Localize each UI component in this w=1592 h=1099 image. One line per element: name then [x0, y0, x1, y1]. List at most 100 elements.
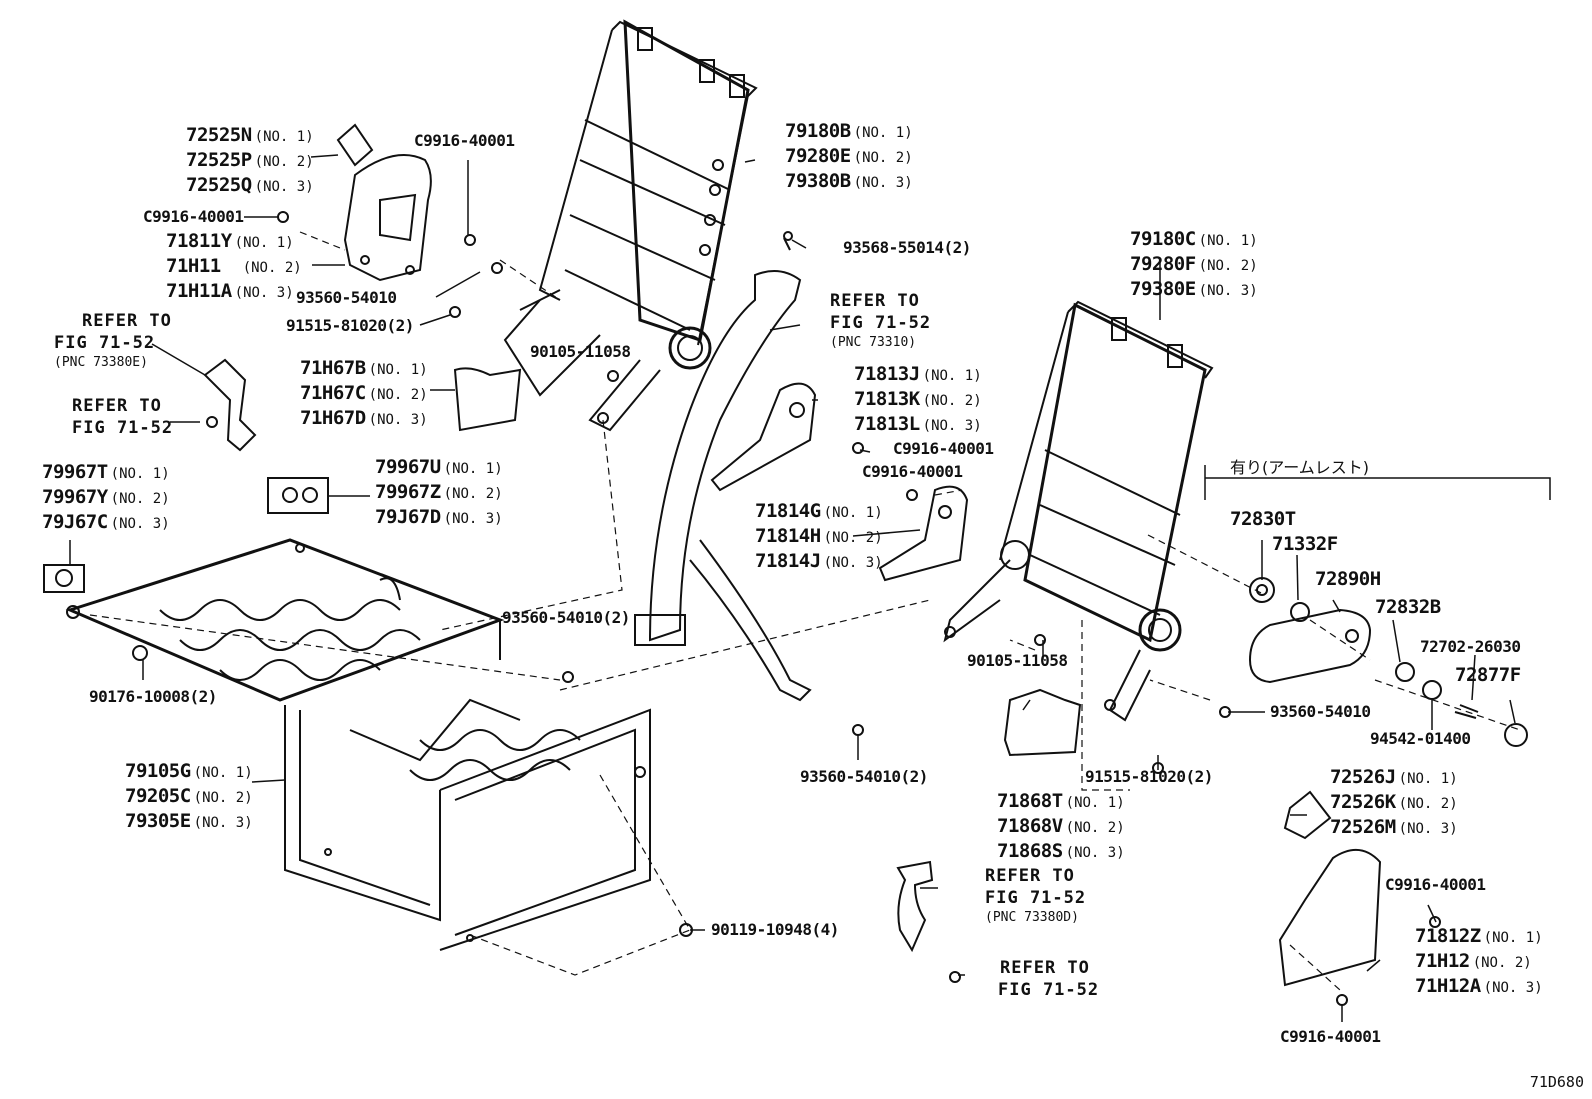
part-label-90105-11058: 90105-11058: [530, 342, 631, 361]
belt-buckle-lower: [898, 862, 932, 950]
part-number: 71814J: [755, 550, 821, 572]
part-label-c9916: C9916-40001: [862, 462, 963, 481]
part-number: 71868S: [997, 840, 1063, 862]
label-group-79180c: 79180C(NO. 1) 79280F(NO. 2) 79380E(NO. 3…: [1130, 228, 1258, 303]
figure-code: 71D680: [1529, 1073, 1584, 1091]
part-number: 79280E: [785, 145, 851, 167]
part-number: 79205C: [125, 785, 191, 807]
part-label-93560-54010: 93560-54010(2): [800, 767, 928, 786]
refer-to-text: REFER TO: [985, 866, 1075, 886]
seat-cushion-frame: [67, 540, 650, 950]
part-variant: (NO. 3): [1065, 845, 1125, 861]
part-number: 79380B: [785, 170, 851, 192]
armrest-note: 有り(アームレスト): [1230, 458, 1370, 477]
part-variant: (NO. 3): [922, 418, 982, 434]
part-number: 71H67D: [300, 407, 366, 429]
label-group-72526: 72526J(NO. 1) 72526K(NO. 2) 72526M(NO. 3…: [1330, 766, 1458, 841]
part-label-c9916: C9916-40001: [414, 131, 515, 150]
part-label-93568-55014: 93568-55014(2): [843, 238, 971, 257]
dashed-lines: [90, 232, 1520, 990]
trim-71868: [1005, 690, 1080, 755]
part-label-c9916: C9916-40001: [143, 207, 244, 226]
part-variant: (NO. 3): [193, 815, 253, 831]
part-variant: (NO. 2): [1198, 258, 1258, 274]
part-variant: (NO. 1): [1483, 930, 1543, 946]
part-label-90105-11058: 90105-11058: [967, 651, 1068, 670]
part-number: 71813J: [854, 363, 920, 385]
part-variant: (NO. 1): [110, 466, 170, 482]
part-number: 79967Z: [375, 481, 441, 503]
part-number: 71H67B: [300, 357, 366, 379]
release-knob-right: [1285, 792, 1330, 838]
part-number: 79J67D: [375, 506, 441, 528]
part-variant: (NO. 3): [1198, 283, 1258, 299]
part-variant: (NO. 3): [254, 179, 314, 195]
part-variant: (NO. 2): [193, 790, 253, 806]
part-number: 71814H: [755, 525, 821, 547]
part-variant: (NO. 2): [368, 387, 428, 403]
part-number: 71812Z: [1415, 925, 1481, 947]
part-number: 79105G: [125, 760, 191, 782]
part-number: 71814G: [755, 500, 821, 522]
part-variant: (NO. 2): [1398, 796, 1458, 812]
part-variant: (NO. 2): [1065, 820, 1125, 836]
part-variant: (NO. 2): [443, 486, 503, 502]
part-number: 71H12A: [1415, 975, 1481, 997]
refer-to-text: REFER TO: [1000, 958, 1090, 978]
part-variant: (NO. 1): [443, 461, 503, 477]
label-group-71814: 71814G(NO. 1) 71814H(NO. 2) 71814J(NO. 3…: [755, 500, 883, 575]
part-number: 79967Y: [42, 486, 108, 508]
refer-pnc-text: (PNC 73380E): [54, 355, 148, 370]
refer-fig-text: FIG 71-52: [985, 888, 1087, 908]
refer-note-lower: REFER TO FIG 71-52: [998, 957, 1099, 1001]
part-variant: (NO. 3): [443, 511, 503, 527]
part-variant: (NO. 2): [922, 393, 982, 409]
part-variant: (NO. 2): [853, 150, 913, 166]
part-label-91515-81020: 91515-81020(2): [1085, 767, 1213, 786]
refer-note-73380d: REFER TO FIG 71-52 (PNC 73380D): [985, 865, 1086, 927]
refer-fig-text: FIG 71-52: [72, 418, 174, 438]
block-79967t: [44, 565, 84, 592]
part-label-72702-26030: 72702-26030: [1420, 637, 1521, 656]
part-variant: (NO. 2): [823, 530, 883, 546]
part-variant: (NO. 1): [234, 235, 294, 251]
label-group-79180b: 79180B(NO. 1) 79280E(NO. 2) 79380B(NO. 3…: [785, 120, 913, 195]
part-variant: (NO. 3): [110, 516, 170, 532]
label-group-71811: 71811Y(NO. 1) 71H11(NO. 2) 71H11A(NO. 3): [166, 230, 302, 305]
part-number: 71H12: [1415, 950, 1470, 972]
part-variant: (NO. 3): [1483, 980, 1543, 996]
part-label-94542-01400: 94542-01400: [1370, 729, 1471, 748]
part-variant: (NO. 2): [242, 260, 302, 276]
part-number: 79305E: [125, 810, 191, 832]
part-label-90119-10948: 90119-10948(4): [711, 920, 839, 939]
label-group-72525: 72525N(NO. 1) 72525P(NO. 2) 72525Q(NO. 3…: [186, 124, 314, 199]
part-number: 71H11: [166, 255, 221, 277]
part-variant: (NO. 1): [853, 125, 913, 141]
part-variant: (NO. 1): [368, 362, 428, 378]
refer-pnc-text: (PNC 73380D): [985, 910, 1079, 925]
part-number: 79180B: [785, 120, 851, 142]
part-label-72832b: 72832B: [1375, 596, 1441, 618]
label-group-79967t: 79967T(NO. 1) 79967Y(NO. 2) 79J67C(NO. 3…: [42, 461, 170, 536]
part-number: 79967T: [42, 461, 108, 483]
part-number: 79380E: [1130, 278, 1196, 300]
refer-fig-text: FIG 71-52: [998, 980, 1100, 1000]
part-number: 79967U: [375, 456, 441, 478]
part-number: 71813L: [854, 413, 920, 435]
part-variant: (NO. 1): [1198, 233, 1258, 249]
part-number: 72525Q: [186, 174, 252, 196]
release-knob-left: [338, 125, 372, 165]
part-variant: (NO. 3): [368, 412, 428, 428]
part-number: 79J67C: [42, 511, 108, 533]
label-group-79105: 79105G(NO. 1) 79205C(NO. 2) 79305E(NO. 3…: [125, 760, 253, 835]
part-number: 71H67C: [300, 382, 366, 404]
part-number: 72526J: [1330, 766, 1396, 788]
part-label-93560-54010: 93560-54010: [1270, 702, 1371, 721]
refer-fig-text: FIG 71-52: [54, 333, 156, 353]
label-group-71868: 71868T(NO. 1) 71868V(NO. 2) 71868S(NO. 3…: [997, 790, 1125, 865]
part-label-91515-81020: 91515-81020(2): [286, 316, 414, 335]
part-variant: (NO. 3): [234, 285, 294, 301]
label-group-71813: 71813J(NO. 1) 71813K(NO. 2) 71813L(NO. 3…: [854, 363, 982, 438]
part-number: 72526M: [1330, 816, 1396, 838]
